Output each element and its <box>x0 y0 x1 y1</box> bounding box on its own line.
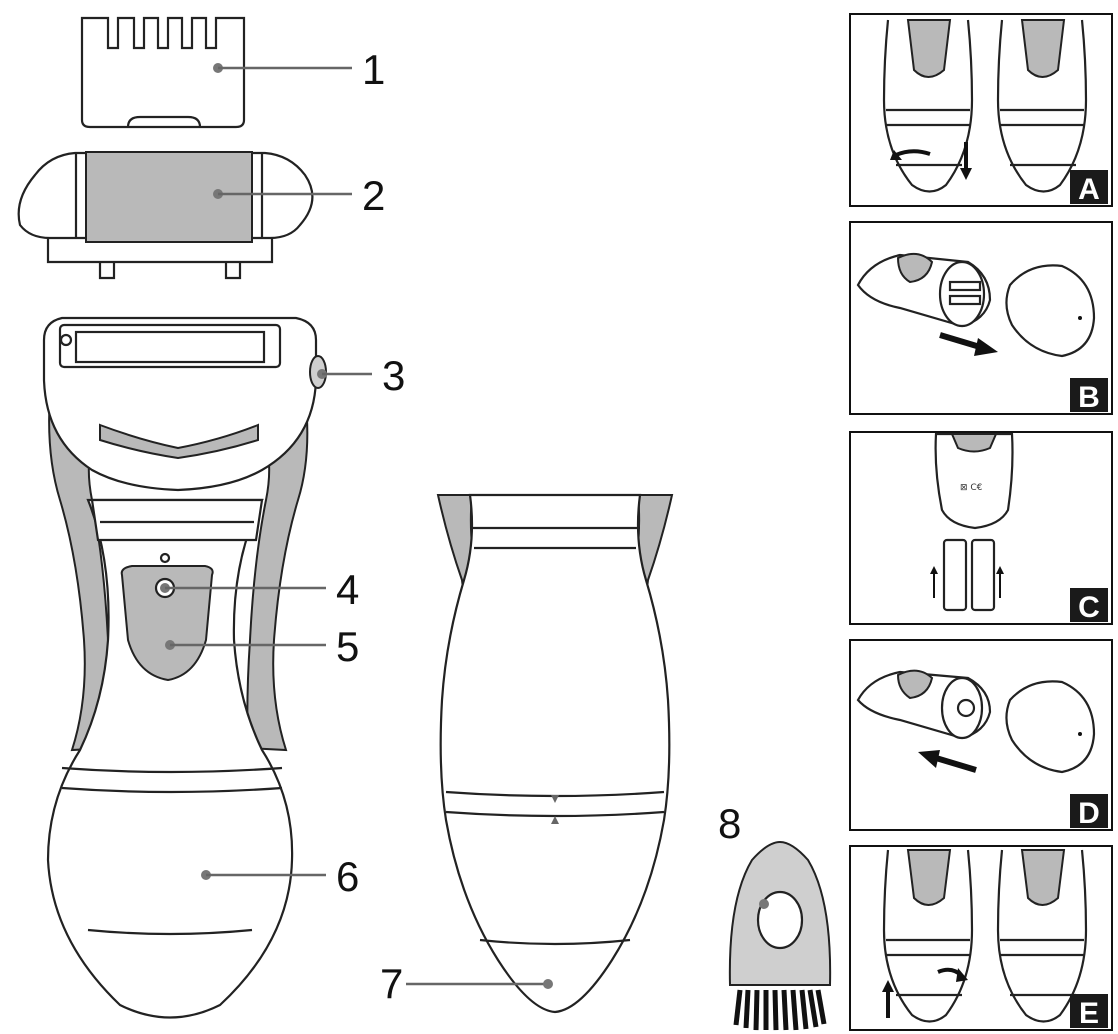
part-1-protective-cap <box>80 16 246 129</box>
label-5: 5 <box>336 623 359 670</box>
panel-b-open-battery-compartment: B <box>849 221 1113 415</box>
label-7: 7 <box>380 960 403 1007</box>
callout-1: 1 <box>213 46 385 93</box>
callout-8: 8 <box>718 800 769 909</box>
callout-5: 5 <box>165 623 359 670</box>
label-2: 2 <box>362 172 385 219</box>
panel-label-a: A <box>1078 173 1100 206</box>
label-6: 6 <box>336 853 359 900</box>
callout-3: 3 <box>317 352 405 399</box>
panel-e-attach-battery-cover: E <box>849 845 1113 1031</box>
label-3: 3 <box>382 352 405 399</box>
panel-label-c: C <box>1078 591 1100 624</box>
callout-2: 2 <box>213 172 385 219</box>
panel-label-e: E <box>1079 997 1099 1030</box>
device-front-view <box>42 316 327 1019</box>
panel-d-close-battery-compartment: D <box>849 639 1113 831</box>
part-2-roller-head <box>17 151 314 280</box>
callout-7: 7 <box>380 960 553 1007</box>
panel-c-insert-batteries: ⊠ C€ C <box>849 431 1113 625</box>
label-1: 1 <box>362 46 385 93</box>
panel-a-remove-battery-cover: A <box>849 13 1113 207</box>
callout-4: 4 <box>160 566 359 613</box>
label-4: 4 <box>336 566 359 613</box>
panel-label-d: D <box>1078 797 1100 830</box>
device-back-view <box>436 493 674 1014</box>
panel-label-b: B <box>1078 381 1100 414</box>
label-8: 8 <box>718 800 741 847</box>
callout-6: 6 <box>201 853 359 900</box>
compartment-marking: ⊠ C€ <box>960 483 983 493</box>
part-8-cleaning-brush <box>728 840 832 1031</box>
